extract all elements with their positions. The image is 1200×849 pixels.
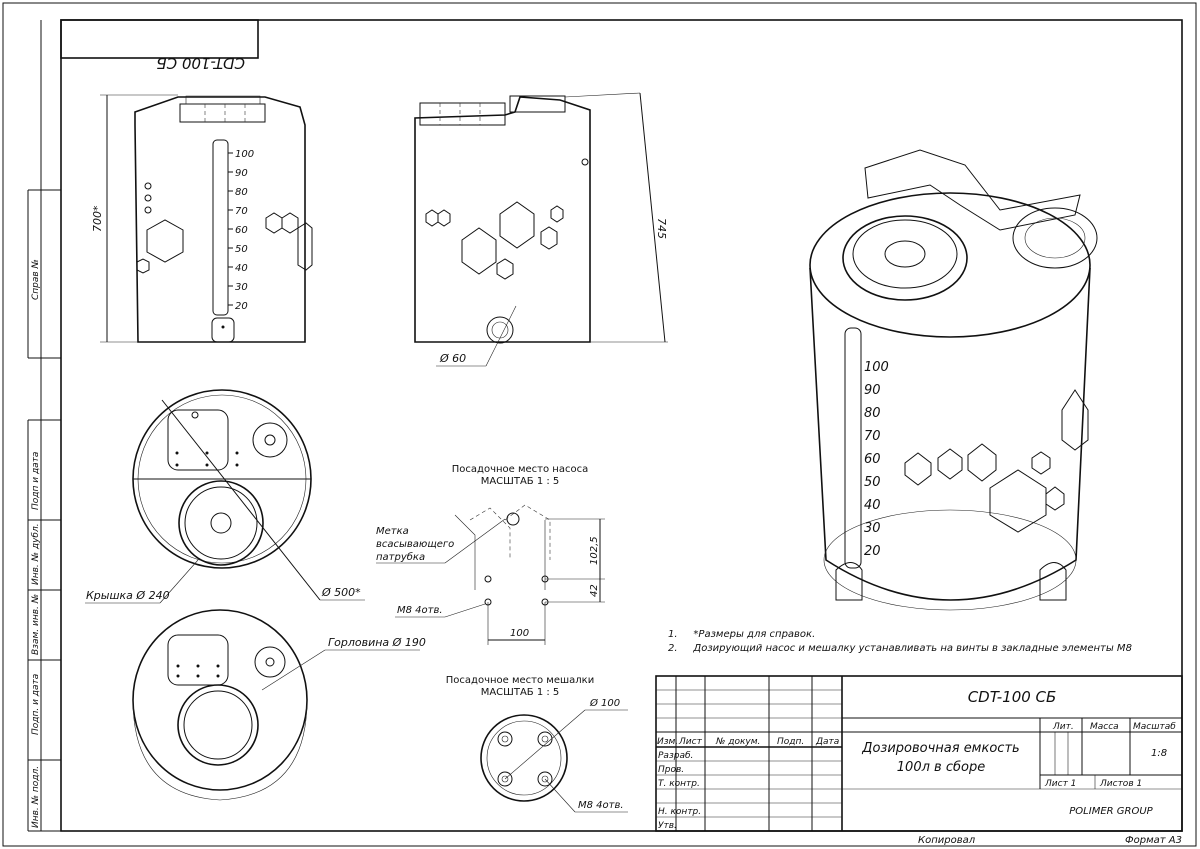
tb-mass: Масса — [1090, 722, 1119, 732]
sidebar-label-1: Подп и дата — [31, 452, 41, 510]
tb-head-izm: Изм. — [657, 737, 678, 747]
front-scale-50: 50 — [235, 244, 248, 255]
neck-dia: Горловина Ø 190 — [328, 636, 426, 649]
tb-name-1: Дозировочная емкость — [861, 741, 1019, 756]
sidebar-label-0: Справ № — [31, 259, 41, 300]
top-view-2: Горловина Ø 190 — [132, 609, 426, 801]
sidebar-label-4: Подп. и дата — [31, 674, 41, 735]
sidebar-label-3: Взам. инв. № — [31, 594, 41, 655]
pump-seat-scale: МАСШТАБ 1 : 5 — [481, 476, 560, 487]
tb-scale: 1:8 — [1151, 748, 1167, 759]
front-scale-30: 30 — [235, 282, 248, 293]
front-scale-70: 70 — [235, 206, 248, 217]
title-block: CDT-100 СБ Дозировочная емкость 100л в с… — [655, 675, 1183, 832]
tb-head-date: Дата — [815, 737, 839, 747]
iso-scale-80: 80 — [864, 406, 881, 421]
mixer-seat-title: Посадочное место мешалки — [446, 675, 594, 686]
iso-scale-60: 60 — [864, 452, 881, 467]
front-scale-90: 90 — [235, 168, 248, 179]
mark-label-2: всасывающего — [376, 539, 454, 550]
dim-1025: 102,5 — [589, 536, 600, 565]
isometric-view: 100 90 80 70 60 50 40 30 20 — [809, 149, 1098, 611]
mark-label-1: Метка — [376, 526, 409, 537]
mixer-seat-detail: Посадочное место мешалки МАСШТАБ 1 : 5 Ø… — [446, 675, 628, 813]
tank-dia: Ø 500* — [321, 586, 361, 599]
dim-42: 42 — [589, 584, 600, 597]
left-sidebar: Справ № Подп и дата Инв. № дубл. Взам. и… — [27, 20, 61, 832]
iso-scale-50: 50 — [864, 475, 881, 490]
lid-dia: Крышка Ø 240 — [86, 589, 170, 602]
tb-role-utv: Утв. — [658, 821, 677, 831]
iso-scale-40: 40 — [864, 498, 881, 513]
iso-scale-100: 100 — [864, 360, 889, 375]
mark-label-3: патрубка — [376, 551, 425, 563]
note-1: 1. *Размеры для справок. — [668, 629, 815, 640]
mixer-bolts: M8 4отв. — [578, 800, 624, 811]
note-2: 2. Дозирующий насос и мешалку устанавлив… — [668, 643, 1132, 654]
tb-code: CDT-100 СБ — [968, 688, 1057, 706]
tb-role-razrab: Разраб. — [658, 751, 693, 761]
mirrored-code: CDT-100 СБ — [156, 54, 245, 72]
tb-role-tkontr: Т. контр. — [658, 779, 700, 789]
inner-frame — [60, 19, 1183, 832]
height-right-dim: 745 — [655, 218, 668, 239]
front-view: 100 90 80 70 60 50 40 30 20 700* — [91, 94, 313, 343]
pump-bolts: M8 4отв. — [397, 605, 443, 616]
tb-role-prov: Пров. — [658, 765, 684, 775]
pump-seat-title: Посадочное место насоса — [452, 464, 588, 475]
copied-label: Копировал — [918, 835, 976, 846]
iso-scale-20: 20 — [864, 544, 881, 559]
tb-lit: Лит. — [1052, 722, 1074, 732]
front-scale-40: 40 — [235, 263, 248, 274]
top-view-1: Ø 500* Крышка Ø 240 — [85, 389, 365, 604]
front-scale-60: 60 — [235, 225, 248, 236]
tb-name-2: 100л в сборе — [897, 760, 985, 775]
format-label: Формат А3 — [1125, 835, 1182, 846]
tb-head-list: Лист — [678, 737, 703, 747]
pump-seat-detail: Посадочное место насоса МАСШТАБ 1 : 5 10… — [376, 464, 605, 645]
mirrored-code-box: CDT-100 СБ — [60, 19, 259, 72]
tb-role-nkontr: Н. контр. — [658, 807, 701, 817]
iso-scale-90: 90 — [864, 383, 881, 398]
sidebar-label-5: Инв. № подл. — [31, 766, 41, 828]
mixer-dia: Ø 100 — [589, 697, 620, 709]
front-scale: 100 90 80 70 60 50 40 30 20 — [228, 149, 254, 312]
iso-scale-70: 70 — [864, 429, 881, 444]
iso-scale-30: 30 — [864, 521, 881, 536]
outlet-dia: Ø 60 — [439, 352, 466, 365]
height-dim: 700* — [91, 205, 104, 232]
front-scale-80: 80 — [235, 187, 248, 198]
dim-100: 100 — [510, 628, 529, 639]
tb-sheet: Лист 1 — [1044, 779, 1076, 789]
front-scale-20: 20 — [235, 301, 248, 312]
tb-sheets: Листов 1 — [1099, 779, 1142, 789]
tb-company: POLIMER GROUP — [1069, 806, 1153, 817]
tb-scale-head: Масштаб — [1133, 722, 1176, 732]
front-scale-100: 100 — [235, 149, 254, 160]
mixer-seat-scale: МАСШТАБ 1 : 5 — [481, 687, 560, 698]
side-view: 745 Ø 60 — [414, 92, 668, 367]
tb-head-sign: Подп. — [777, 737, 804, 747]
notes: 1. *Размеры для справок. 2. Дозирующий н… — [668, 629, 1132, 654]
sidebar-label-2: Инв. № дубл. — [31, 523, 41, 585]
tb-head-doc: № докум. — [715, 737, 760, 747]
